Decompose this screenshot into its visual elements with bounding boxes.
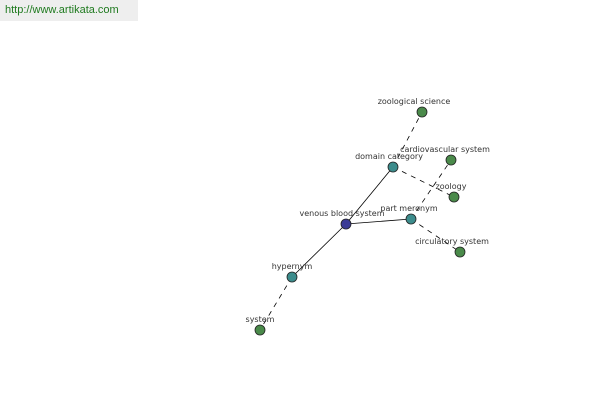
node-system[interactable] [254, 324, 266, 336]
node-label-zoology[interactable]: zoology [436, 182, 467, 191]
edge-part-circ [410, 218, 461, 253]
edge-center-hyper [291, 223, 347, 278]
source-link[interactable]: http://www.artikata.com [5, 4, 119, 16]
node-center[interactable] [340, 218, 352, 230]
edge-center-part [345, 218, 412, 225]
source-banner: http://www.artikata.com [0, 0, 138, 21]
node-label-part[interactable]: part meronym [380, 204, 437, 213]
edges-layer [259, 111, 461, 331]
nodes-layer [254, 106, 466, 336]
edge-domain-zoosci [392, 111, 423, 168]
node-domain[interactable] [387, 161, 399, 173]
node-cardio[interactable] [445, 154, 457, 166]
edge-hyper-system [259, 276, 293, 331]
node-circ[interactable] [454, 246, 466, 258]
node-label-system[interactable]: system [246, 315, 275, 324]
labels-layer: venous blood system domain category part m… [246, 97, 491, 324]
node-part[interactable] [405, 213, 417, 225]
node-zoosci[interactable] [416, 106, 428, 118]
node-label-circ[interactable]: circulatory system [415, 237, 489, 246]
node-label-domain[interactable]: domain category [355, 152, 423, 161]
node-label-hyper[interactable]: hypernym [272, 262, 313, 271]
node-label-cardio[interactable]: cardiovascular system [400, 145, 490, 154]
node-hyper[interactable] [286, 271, 298, 283]
edge-part-cardio [410, 159, 452, 220]
node-zoology[interactable] [448, 191, 460, 203]
node-label-center[interactable]: venous blood system [299, 209, 384, 218]
edge-center-domain [345, 166, 394, 225]
edge-domain-zoology [392, 166, 455, 198]
node-label-zoosci[interactable]: zoological science [378, 97, 451, 106]
